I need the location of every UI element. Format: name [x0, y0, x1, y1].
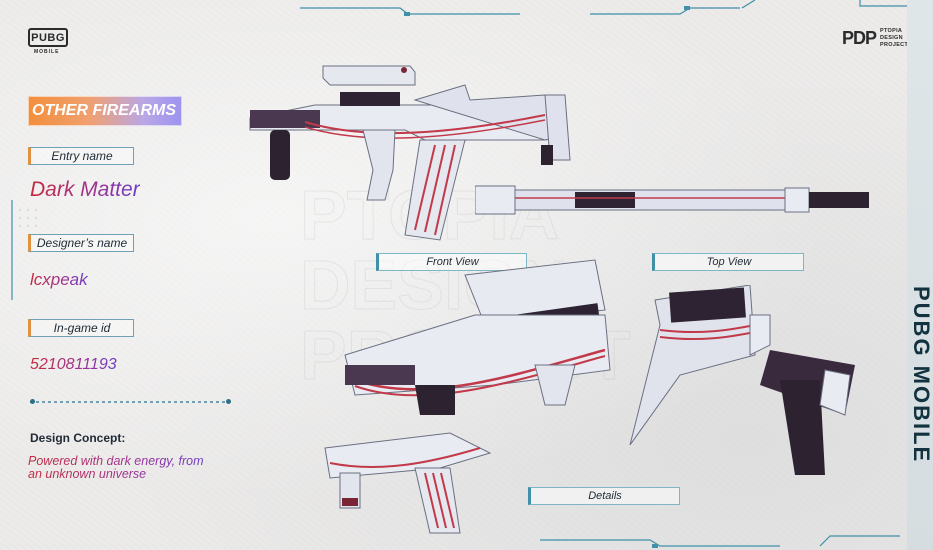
- front-view-label: Front View: [376, 253, 527, 271]
- side-brand-label: PUBG MOBILE: [909, 286, 933, 464]
- details-gun-small-image: [324, 432, 492, 534]
- divider-dot-right: [226, 399, 231, 404]
- divider: [30, 401, 230, 403]
- entry-name-value: Dark Matter: [30, 178, 140, 201]
- ingame-id-value: 5210811193: [30, 356, 117, 373]
- pdp-line3: PROJECT: [880, 42, 909, 48]
- pdp-logo-mark: PDP: [842, 28, 877, 48]
- top-view-label: Top View: [652, 253, 804, 271]
- details-gun-large-image: [344, 259, 611, 415]
- designer-label: Designer’s name: [28, 234, 134, 252]
- category-banner: OTHER FIREARMS: [28, 96, 182, 126]
- pdp-line2: DESIGN: [880, 35, 903, 41]
- pubg-logo-sub: MOBILE: [34, 49, 60, 55]
- concept-text: Powered with dark energy, from an unknow…: [28, 455, 204, 481]
- pdp-line1: PTOPIA: [880, 28, 903, 34]
- details-stock-image: [629, 285, 855, 475]
- entry-name-label: Entry name: [28, 147, 134, 165]
- top-view-gun-image: [475, 185, 869, 215]
- designer-value: lcxpeak: [30, 270, 88, 289]
- divider-dot-left: [30, 399, 35, 404]
- pubg-logo-text: PUBG: [28, 28, 68, 47]
- side-band: [907, 0, 933, 550]
- pdp-logo: PDP PTOPIA DESIGN PROJECT: [842, 28, 908, 49]
- ingame-id-label: In-game id: [28, 319, 134, 337]
- pdp-logo-text: PTOPIA DESIGN PROJECT: [880, 28, 908, 49]
- concept-title: Design Concept:: [30, 431, 126, 445]
- details-label: Details: [528, 487, 680, 505]
- side-brand-text: PUBG MOBILE: [896, 230, 933, 520]
- pubg-logo: PUBG MOBILE: [28, 28, 72, 55]
- front-view-gun-image: [249, 65, 571, 241]
- concept-line2: an unknown universe: [28, 467, 147, 481]
